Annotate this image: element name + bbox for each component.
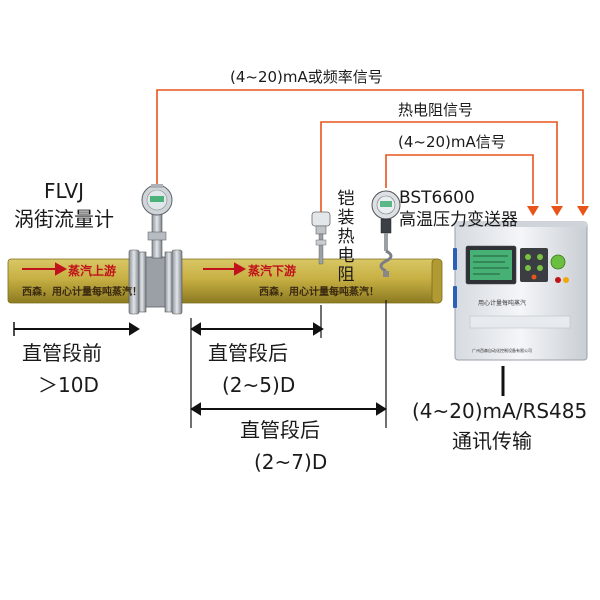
straight-after-2-value: (2~7)D (254, 450, 328, 474)
comm-label-protocol: (4~20)mA/RS485 (412, 399, 588, 423)
pressure-transmitter (371, 190, 401, 277)
flow-arrow-upstream (22, 262, 68, 276)
rtd-label: 铠装热电阻 (337, 189, 355, 285)
signal-label-frequency: (4~20)mA或频率信号 (230, 68, 383, 86)
dim-line-after-1 (190, 305, 324, 428)
signal-arrow-rtd (551, 206, 563, 216)
rtd-sensor (311, 211, 331, 265)
signal-label-pressure: (4~20)mA信号 (398, 133, 506, 151)
straight-before-label: 直管段前 (22, 341, 102, 365)
flowmeter-model: FLVJ (44, 179, 85, 203)
straight-after-1-value: (2~5)D (222, 373, 296, 397)
dim-line-after-2 (190, 300, 387, 428)
upstream-label: 蒸汽上游 (68, 264, 117, 278)
pipe-slogan-left: 西森，用心计量每吨蒸汽！ (22, 287, 142, 298)
straight-after-1-label: 直管段后 (208, 341, 288, 365)
transmitter-name: 高温压力变送器 (399, 210, 518, 230)
flowmeter-name: 涡街流量计 (14, 207, 114, 231)
downstream-label: 蒸汽下游 (248, 264, 297, 278)
signal-arrow-pressure (527, 206, 539, 216)
dim-line-before (13, 322, 140, 336)
transmitter-model: BST6600 (399, 188, 475, 208)
vortex-flowmeter (128, 184, 183, 315)
signal-label-rtd: 热电阻信号 (398, 101, 474, 119)
panel-footer: 广州西森自动化控制设备有限公司 (472, 348, 532, 353)
pipe-slogan-right: 西森，用心计量每吨蒸汽！ (259, 287, 379, 298)
signal-line-rtd (320, 121, 558, 212)
signal-line-frequency (156, 89, 584, 204)
flow-arrow-downstream (203, 262, 247, 276)
display-cabinet (453, 221, 588, 361)
signal-arrow-frequency (577, 206, 589, 216)
comm-label-transfer: 通讯传输 (452, 429, 532, 453)
straight-after-2-label: 直管段后 (240, 418, 320, 442)
straight-before-value: ＞10D (38, 373, 99, 397)
panel-brand-line: 用心计量每吨蒸汽 (478, 300, 527, 307)
pipe-end-cap (431, 258, 443, 304)
signal-line-pressure (385, 154, 534, 204)
